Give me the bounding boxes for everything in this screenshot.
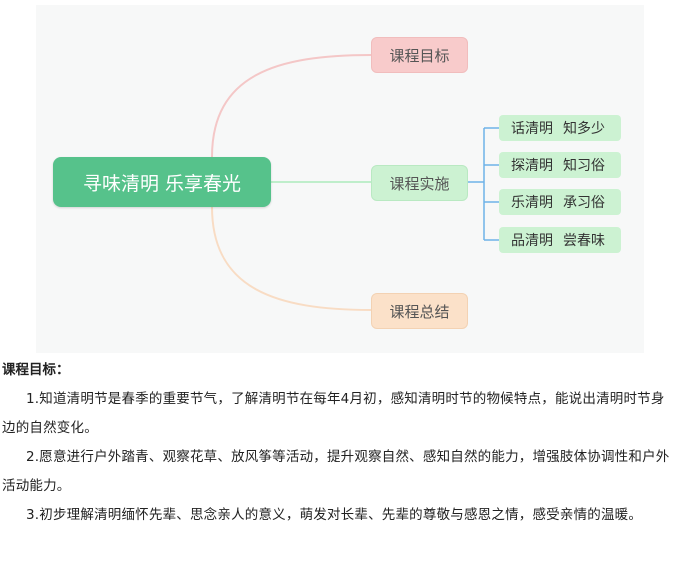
mind-map-connectors <box>211 54 499 311</box>
leaf-node: 乐清明承习俗 <box>499 189 621 215</box>
branch-node-implementation: 课程实施 <box>371 165 468 201</box>
goal-item: 1.知道清明节是春季的重要节气，了解清明节在每年4月初，感知清明时节的物候特点，… <box>2 391 665 436</box>
leaf-label-sub: 承习俗 <box>563 195 605 211</box>
leaf-node: 探清明知习俗 <box>499 152 621 178</box>
leaf-label-main: 乐清明 <box>511 195 553 211</box>
leaf-label-sub: 知多少 <box>563 121 605 137</box>
leaf-node: 品清明尝春味 <box>499 227 621 253</box>
leaf-label-sub: 尝春味 <box>563 233 605 249</box>
branch-node-summary: 课程总结 <box>371 293 468 329</box>
branch-node-goal: 课程目标 <box>371 37 468 73</box>
course-goals-section: 课程目标： 1.知道清明节是春季的重要节气，了解清明节在每年4月初，感知清明时节… <box>0 356 681 530</box>
leaf-label-main: 品清明 <box>511 233 553 249</box>
leaf-label-main: 话清明 <box>511 121 553 137</box>
leaf-label-main: 探清明 <box>511 158 553 174</box>
section-heading: 课程目标： <box>2 362 70 378</box>
goal-item: 2.愿意进行户外踏青、观察花草、放风筝等活动，提升观察自然、感知自然的能力，增强… <box>2 449 670 494</box>
mind-map: 寻味清明 乐享春光 课程目标 课程实施 课程总结 话清明知多少 探清明知习俗 乐… <box>36 5 644 353</box>
connector-goal <box>211 54 372 158</box>
connector-leaves <box>468 127 499 241</box>
connector-summary <box>211 206 372 311</box>
goal-item: 3.初步理解清明缅怀先辈、思念亲人的意义，萌发对长辈、先辈的尊敬与感恩之情，感受… <box>26 507 643 523</box>
leaf-label-sub: 知习俗 <box>563 158 605 174</box>
leaf-node: 话清明知多少 <box>499 115 621 141</box>
root-node: 寻味清明 乐享春光 <box>53 157 271 207</box>
